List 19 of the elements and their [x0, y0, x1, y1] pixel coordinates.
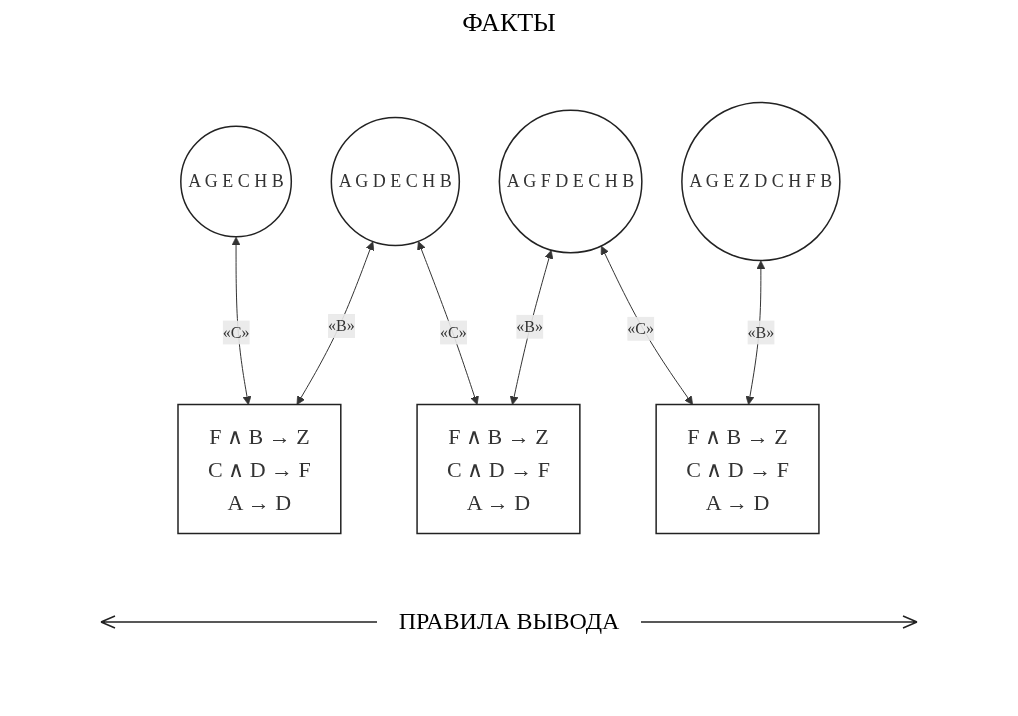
edge-label: «B»: [747, 323, 775, 341]
node-box: F ∧ B → Z C ∧ D → F A → D: [416, 403, 581, 535]
node-circle: A G D E C H B: [330, 116, 461, 247]
edge-label: «B»: [516, 317, 544, 335]
edge-label: «C»: [627, 319, 655, 337]
arrow: [296, 241, 375, 405]
arrow: [600, 245, 694, 405]
diagram-title: ФАКТЫ: [461, 8, 557, 38]
arrow: [417, 241, 479, 405]
edge-label: «C»: [222, 323, 250, 341]
node-circle: A G E Z D C H F B: [681, 101, 841, 262]
axis-label: ПРАВИЛА ВЫВОДА: [398, 608, 620, 635]
edge-label: «C»: [440, 323, 467, 341]
node-circle: A G E C H B: [180, 125, 293, 238]
edge-label: «B»: [328, 317, 355, 335]
node-circle: A G F D E C H B: [498, 109, 643, 254]
arrow: [509, 250, 554, 405]
node-box: F ∧ B → Z C ∧ D → F A → D: [655, 403, 820, 535]
node-box: F ∧ B → Z C ∧ D → F A → D: [177, 403, 342, 535]
